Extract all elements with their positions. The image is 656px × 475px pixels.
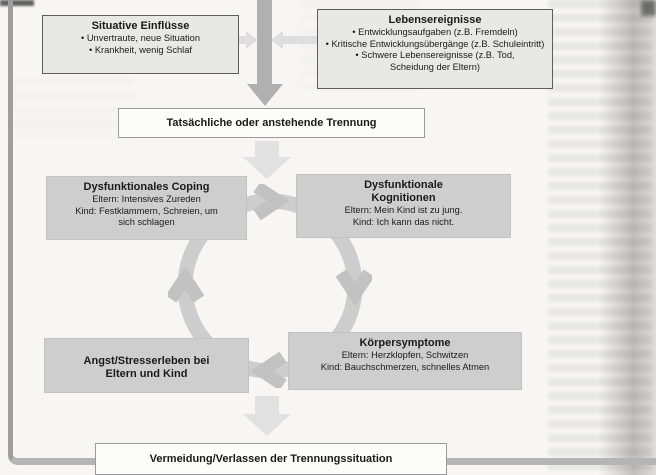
arrow-down-icon: [247, 84, 283, 106]
box-item: Unvertraute, neue Situation: [43, 33, 238, 45]
koerpersymptome-box: Körpersymptome Eltern: Herzklopfen, Schw…: [288, 332, 522, 390]
scan-artifact-top-right: [641, 0, 656, 16]
box-item: Schwere Lebensereignisse (z.B. Tod, Sche…: [355, 50, 515, 73]
dysfunktionale-kognitionen-box: Dysfunktionale Kognitionen Eltern: Mein …: [296, 174, 511, 238]
arrow-down-icon: [255, 141, 279, 157]
page-curvature-shadow: [598, 0, 656, 475]
box-title: Tatsächliche oder anstehende Trennung: [166, 116, 377, 129]
page-bleedthrough-text-right: [548, 0, 652, 475]
arrow-right-icon: [246, 31, 258, 49]
box-line: Kind: Ich kann das nicht.: [352, 216, 455, 227]
box-title: Dysfunktionale Kognitionen: [364, 179, 443, 204]
box-item: Krankheit, wenig Schlaf: [43, 45, 238, 57]
box-title: Körpersymptome: [359, 337, 451, 349]
box-title: Lebensereignisse: [388, 14, 482, 26]
arrow-down-icon: [243, 414, 291, 436]
arrow-down-icon: [257, 0, 272, 84]
dysfunktionales-coping-box: Dysfunktionales Coping Eltern: Intensive…: [46, 176, 247, 240]
box-title: Dysfunktionales Coping: [83, 181, 210, 193]
box-item: Kritische Entwicklungsübergänge (z.B. Sc…: [318, 39, 552, 51]
lebensereignisse-box: Lebensereignisse Entwicklungsaufgaben (z…: [317, 9, 553, 89]
box-line: Kind: Bauchschmerzen, schnelles Atmen: [320, 361, 490, 372]
arrow-left-icon: [271, 31, 283, 49]
feedback-loop-line-left: [8, 0, 96, 465]
box-title: Angst/Stresserleben bei Eltern und Kind: [83, 355, 210, 380]
arrow-down-icon: [255, 396, 279, 414]
box-line: Kind: Festklammern, Schreien, um sich sc…: [75, 205, 218, 228]
vermeidung-box: Vermeidung/Verlassen der Trennungssituat…: [95, 443, 447, 475]
box-line: Eltern: Herzklopfen, Schwitzen: [341, 350, 469, 360]
arrow-left-icon: [283, 36, 318, 44]
circular-clockwise-arrows-icon: [168, 184, 372, 388]
box-title: Vermeidung/Verlassen der Trennungssituat…: [149, 452, 393, 465]
arrow-down-icon: [243, 157, 291, 179]
arrow-right-icon: [238, 36, 248, 44]
feedback-loop-line-right: [447, 458, 656, 465]
box-line: Eltern: Mein Kind ist zu jung.: [344, 205, 463, 215]
box-item: Entwicklungsaufgaben (z.B. Fremdeln): [318, 27, 552, 39]
box-title: Situative Einflüsse: [91, 20, 190, 32]
box-line: Eltern: Intensives Zureden: [92, 194, 201, 204]
situative-einfluesse-box: Situative Einflüsse Unvertraute, neue Si…: [42, 15, 239, 74]
angst-stresserleben-box: Angst/Stresserleben bei Eltern und Kind: [44, 338, 249, 393]
trennung-trigger-box: Tatsächliche oder anstehende Trennung: [118, 108, 425, 138]
